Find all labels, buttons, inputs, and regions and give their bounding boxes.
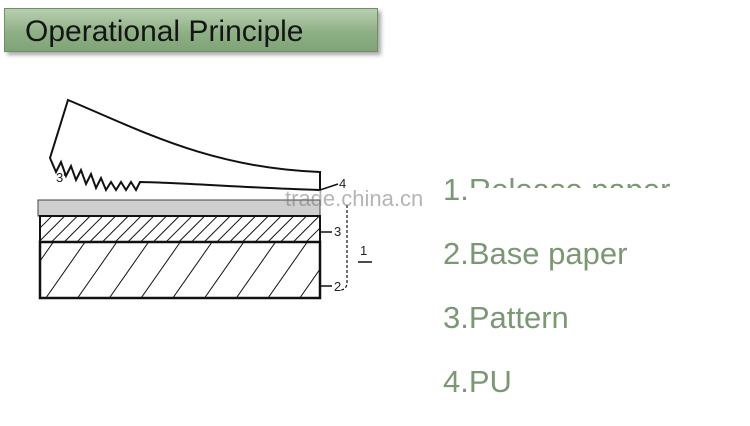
watermark: trade.china.cn — [285, 186, 424, 211]
legend-item-label: 4.PU — [443, 364, 512, 399]
pattern-layer — [39, 215, 321, 243]
page-title: Operational Principle — [25, 15, 304, 48]
legend-item-label: 2.Base paper — [443, 236, 628, 271]
base-paper-layer — [38, 240, 322, 300]
legend-item: 4.PU — [443, 362, 671, 426]
legend-list: 1.Release paper 2.Base paper 3.Pattern 4… — [443, 170, 739, 426]
title-bar: Operational Principle — [4, 8, 378, 52]
label-2: 2 — [334, 279, 341, 294]
legend-item: 1.Release paper — [443, 170, 739, 234]
legend-item: 3.Pattern — [443, 298, 671, 362]
label-3: 3 — [334, 224, 341, 239]
pu-layer — [37, 199, 321, 217]
label-3-prime: 3' — [56, 170, 66, 185]
legend-item: 2.Base paper — [443, 234, 671, 298]
legend-item-label: 3.Pattern — [443, 300, 569, 335]
legend-obscure-band — [469, 188, 739, 212]
peeling-release-layer — [48, 98, 321, 193]
label-1: 1 — [360, 243, 367, 258]
label-4: 4 — [339, 176, 346, 191]
